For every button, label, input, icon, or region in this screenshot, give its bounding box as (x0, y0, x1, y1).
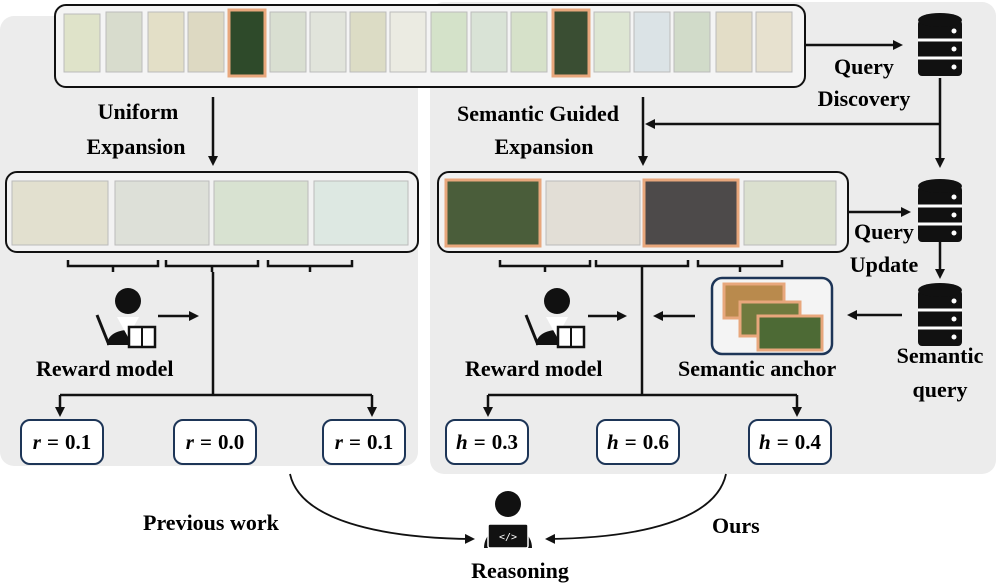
score-box-left-1: r=0.1 (20, 419, 104, 465)
query-discovery-label-line2: Discovery (817, 86, 911, 111)
left-brackets (66, 260, 354, 272)
person-teacher-icon (95, 288, 157, 349)
score-symbol: h (607, 429, 619, 454)
svg-text:</>: </> (499, 532, 517, 543)
flow-lines (55, 40, 945, 544)
semantic-guided-label-line1: Semantic Guided (457, 101, 619, 126)
score-eq: = (473, 429, 486, 454)
query-discovery-label-line1: Query (834, 54, 894, 79)
score-eq: = (46, 429, 59, 454)
score-eq: = (624, 429, 637, 454)
score-eq: = (348, 429, 361, 454)
database-icon (918, 283, 962, 346)
database-icon (918, 13, 962, 76)
previous-work-label: Previous work (143, 510, 279, 535)
laptop-person-icon: </> (484, 491, 532, 549)
reasoning-label: Reasoning (471, 558, 569, 583)
score-value: 0.4 (794, 429, 821, 454)
query-update-label-line1: Query (854, 219, 914, 244)
score-symbol: r (32, 429, 41, 454)
right-frame-thumbnails (444, 178, 837, 248)
semantic-guided-label-line2: Expansion (494, 134, 594, 159)
left-frame-thumbnails (11, 180, 409, 246)
score-symbol: h (456, 429, 468, 454)
reward-model-left-label: Reward model (36, 356, 174, 381)
strip-thumbnails (63, 8, 793, 78)
semantic-anchor-label: Semantic anchor (678, 356, 837, 381)
semantic-query-label-line2: query (912, 377, 968, 402)
score-box-right-2: h=0.6 (596, 419, 680, 465)
score-box-left-3: r=0.1 (322, 419, 406, 465)
database-icon (918, 179, 962, 242)
uniform-expansion-label-line2: Expansion (86, 134, 186, 159)
semantic-query-label-line1: Semantic (896, 343, 984, 368)
score-value: 0.1 (64, 429, 92, 454)
score-eq: = (199, 429, 212, 454)
score-box-right-1: h=0.3 (445, 419, 529, 465)
reward-model-right-label: Reward model (465, 356, 603, 381)
score-symbol: h (759, 429, 771, 454)
score-box-right-3: h=0.4 (748, 419, 832, 465)
person-teacher-icon (524, 288, 586, 349)
right-brackets (498, 260, 784, 272)
score-eq: = (776, 429, 789, 454)
score-box-left-2: r=0.0 (173, 419, 257, 465)
score-symbol: r (334, 429, 343, 454)
semantic-anchor-box (710, 276, 834, 356)
score-value: 0.6 (642, 429, 669, 454)
score-value: 0.0 (217, 429, 245, 454)
uniform-expansion-label-line1: Uniform (97, 99, 179, 124)
score-value: 0.3 (491, 429, 518, 454)
score-value: 0.1 (366, 429, 394, 454)
score-symbol: r (185, 429, 194, 454)
query-update-label-line2: Update (849, 252, 919, 277)
ours-label: Ours (712, 513, 760, 538)
